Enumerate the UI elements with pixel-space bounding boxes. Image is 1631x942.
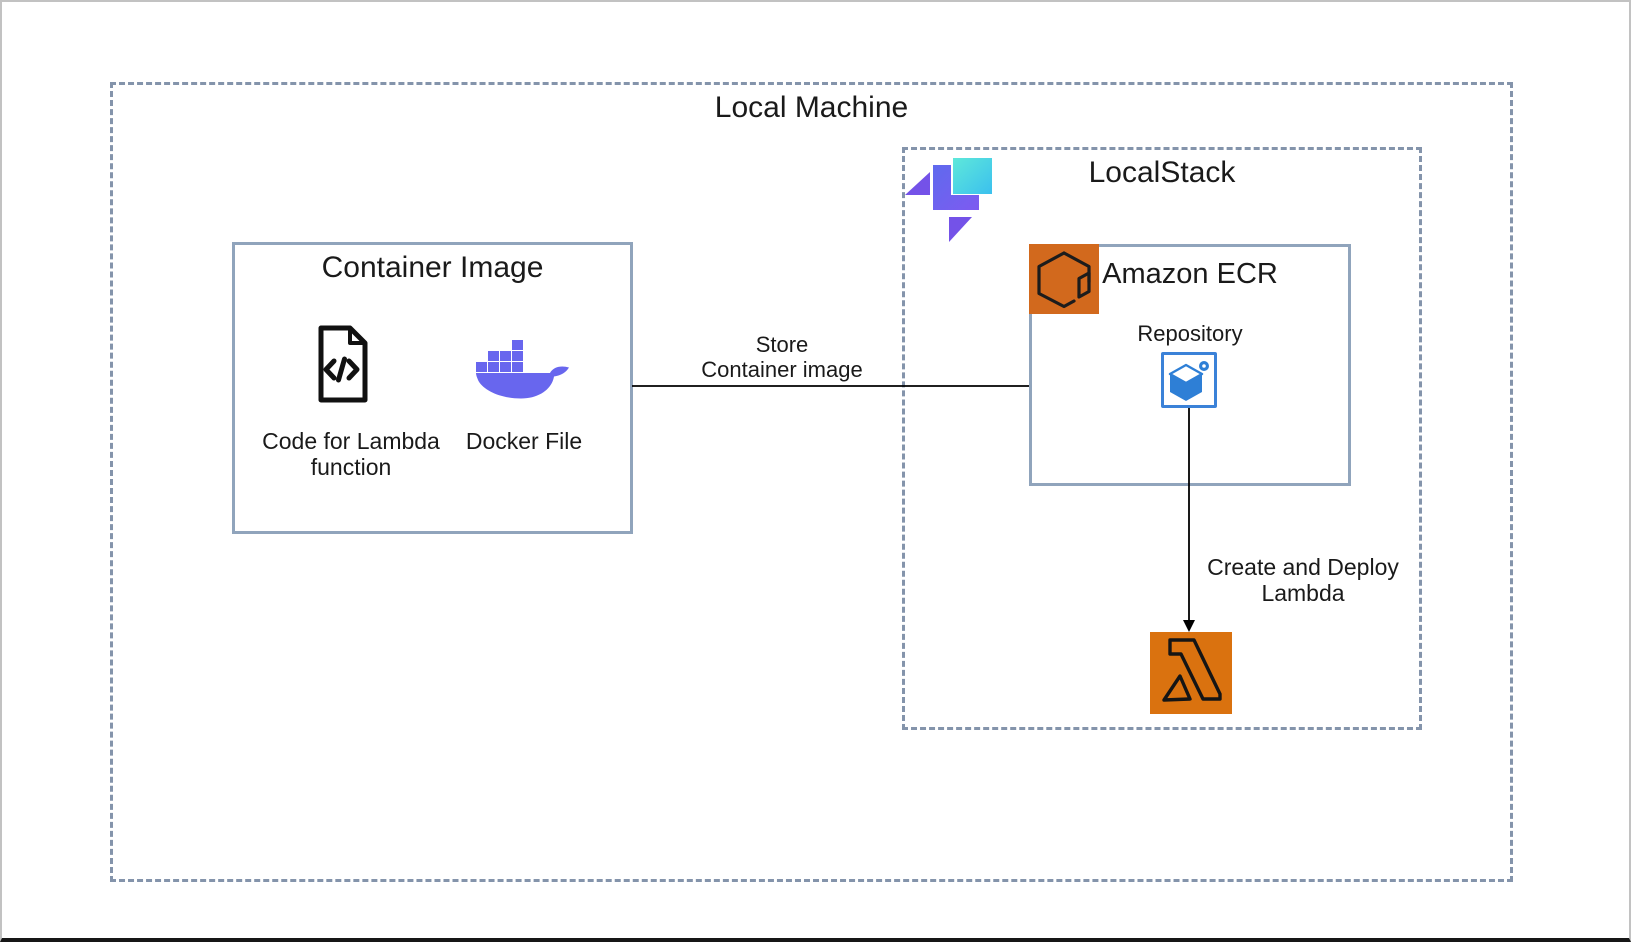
aws-lambda-icon: [1150, 632, 1232, 714]
deploy-arrow-label: Create and Deploy Lambda: [1207, 554, 1399, 606]
docker-file-label: Docker File: [465, 428, 583, 454]
localstack-title: LocalStack: [1088, 156, 1236, 189]
localstack-logo-icon: [903, 154, 995, 244]
code-file-label: Code for Lambda function: [262, 428, 440, 480]
code-file-icon: [312, 324, 370, 404]
ecr-repository-icon: [1161, 352, 1217, 408]
docker-whale-icon: [474, 340, 574, 402]
local-machine-title: Local Machine: [714, 91, 909, 124]
local-machine-group: Local Machine: [110, 82, 1513, 882]
repository-label: Repository: [1137, 321, 1243, 346]
store-arrow-label: Store Container image: [701, 332, 863, 382]
amazon-ecr-service-icon: [1029, 244, 1099, 314]
container-image-title: Container Image: [321, 251, 544, 284]
deploy-lambda-arrow: [1179, 408, 1199, 634]
amazon-ecr-title: Amazon ECR: [1102, 258, 1278, 290]
localstack-group: LocalStack: [902, 147, 1422, 730]
container-image-box: Container Image: [232, 242, 633, 534]
